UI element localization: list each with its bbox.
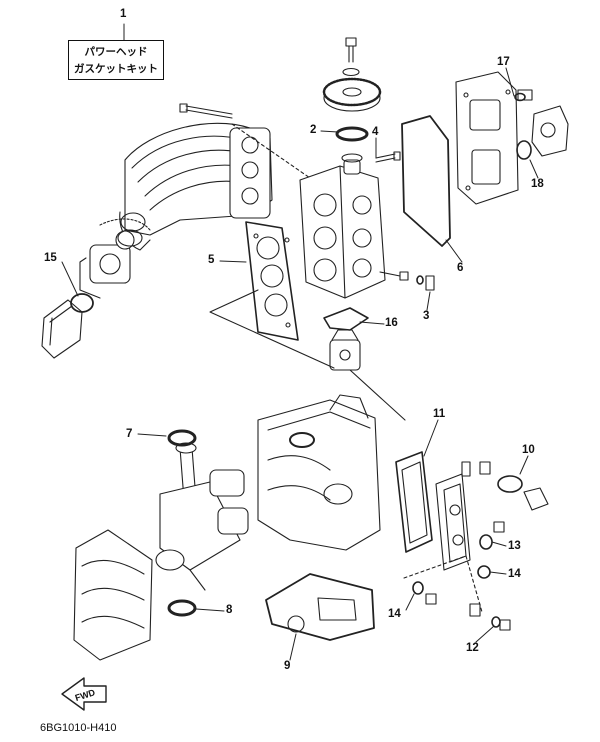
callout-6: 6 xyxy=(457,262,464,274)
plug-14b xyxy=(412,581,437,605)
callout-1: 1 xyxy=(120,8,127,20)
gasket-9 xyxy=(265,573,375,641)
cover-gasket-6 xyxy=(401,115,451,247)
diagram-code: 6BG1010-H410 xyxy=(40,722,117,734)
water-pipe xyxy=(329,329,361,371)
callout-5: 5 xyxy=(208,254,215,266)
leader-dash-lower xyxy=(403,555,483,613)
callout-14a: 14 xyxy=(508,568,521,580)
leader-dash xyxy=(231,123,311,179)
leader-lines xyxy=(61,23,539,661)
callout-2: 2 xyxy=(310,124,317,136)
thermostat-cover xyxy=(517,89,569,157)
callout-9: 9 xyxy=(284,660,291,672)
callout-8: 8 xyxy=(226,604,233,616)
callout-16: 16 xyxy=(385,317,398,329)
pulley-bolt xyxy=(342,37,360,77)
head-gasket-5 xyxy=(245,221,299,341)
callout-10: 10 xyxy=(522,444,535,456)
o-ring-18 xyxy=(516,140,532,160)
o-ring-14a xyxy=(477,565,491,579)
kit-label-line1: パワーヘッド xyxy=(84,46,148,58)
callout-11: 11 xyxy=(433,408,446,420)
callout-4: 4 xyxy=(372,126,379,138)
callout-17: 17 xyxy=(497,56,510,68)
callout-15: 15 xyxy=(44,252,57,264)
exhaust-cover xyxy=(435,461,471,571)
callout-7: 7 xyxy=(126,428,133,440)
callout-3: 3 xyxy=(423,310,430,322)
o-ring-17 xyxy=(514,92,526,102)
manifold-bolt xyxy=(179,103,233,119)
throttle-body xyxy=(79,229,143,299)
kit-label-box: パワーヘッド ガスケットキット xyxy=(68,40,164,80)
crankshaft xyxy=(155,442,249,591)
intake-manifold xyxy=(99,122,273,251)
oil-seal-8 xyxy=(167,599,197,617)
oil-seal-2 xyxy=(335,126,369,142)
plug-13 xyxy=(479,521,505,550)
callout-12: 12 xyxy=(466,642,479,654)
silencer xyxy=(41,299,83,359)
crankcase xyxy=(257,394,381,551)
callout-13: 13 xyxy=(508,540,521,552)
cylinder-head xyxy=(299,153,386,299)
part-10 xyxy=(479,461,549,511)
o-ring-15 xyxy=(70,293,94,313)
bracket-line-top xyxy=(209,289,335,369)
callout-14b: 14 xyxy=(388,608,401,620)
bolt-4 xyxy=(375,151,401,163)
gasket-16 xyxy=(323,307,369,331)
fwd-arrow-icon xyxy=(61,677,107,711)
bracket-line-mid xyxy=(349,369,406,421)
plug-12 xyxy=(469,603,511,631)
oil-seal-7 xyxy=(167,429,197,447)
kit-label-line2: ガスケットキット xyxy=(74,63,158,75)
cylinder-head-cover xyxy=(455,71,519,205)
exhaust-manifold xyxy=(73,529,153,661)
callout-18: 18 xyxy=(531,178,544,190)
cam-pulley xyxy=(322,77,382,112)
plug-3 xyxy=(379,271,435,291)
gasket-11 xyxy=(395,451,433,553)
